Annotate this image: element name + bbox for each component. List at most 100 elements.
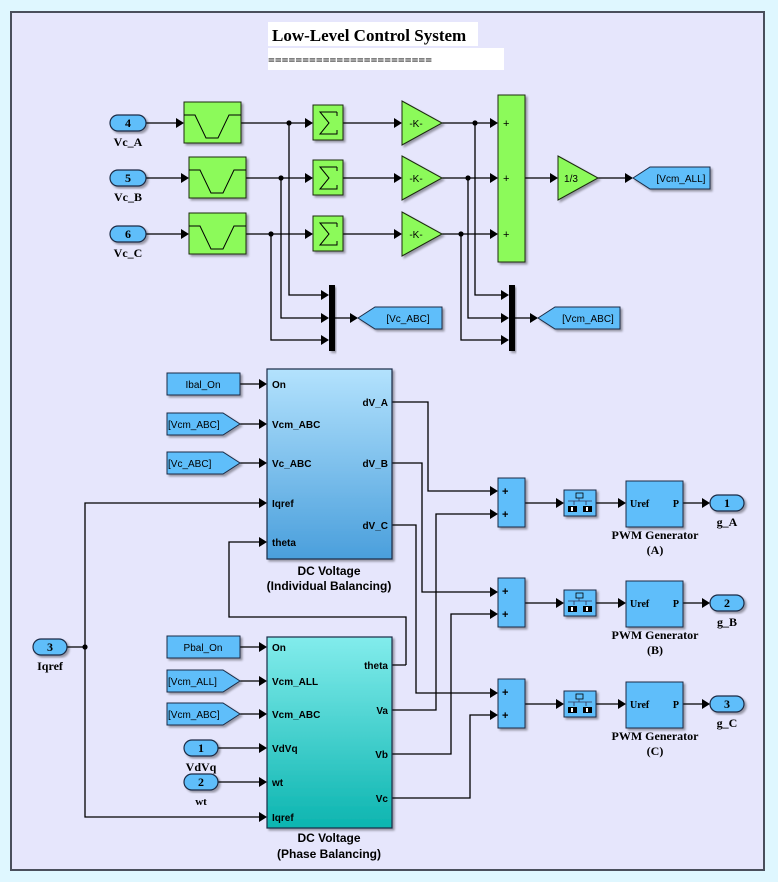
from-vcm-all[interactable]: [Vcm_ALL]: [166, 669, 241, 693]
gain-block-a[interactable]: -K-: [401, 100, 444, 146]
svg-text:[Vc_ABC]: [Vc_ABC]: [386, 314, 430, 325]
constant-ibal-on[interactable]: Ibal_On: [166, 372, 241, 396]
svg-text:[Vcm_ALL]: [Vcm_ALL]: [168, 677, 217, 688]
title-annotation: Low-Level Control System ===============…: [268, 22, 504, 70]
mux-vc[interactable]: [329, 285, 335, 351]
svg-text:Iqref: Iqref: [37, 659, 64, 673]
svg-text:Iqref: Iqref: [272, 499, 294, 510]
goto-vc-abc[interactable]: [Vc_ABC]: [357, 306, 443, 330]
svg-text:theta: theta: [272, 538, 296, 549]
rate-transition-block-b[interactable]: [563, 589, 597, 617]
sum-block-c[interactable]: [312, 215, 344, 252]
svg-text:1: 1: [724, 496, 730, 510]
svg-text:+: +: [503, 229, 509, 241]
svg-text:Vcm_ALL: Vcm_ALL: [272, 677, 318, 688]
svg-text:DC Voltage: DC Voltage: [297, 831, 360, 845]
inport-vc-b[interactable]: 5 Vc_B: [109, 169, 147, 204]
goto-vcm-all[interactable]: [Vcm_ALL]: [632, 166, 711, 190]
svg-text:+: +: [502, 687, 508, 699]
svg-text:Uref: Uref: [630, 700, 650, 711]
svg-text:4: 4: [125, 116, 131, 130]
svg-text:6: 6: [125, 227, 131, 241]
svg-text:wt: wt: [271, 778, 284, 789]
svg-text:Vcm_ABC: Vcm_ABC: [272, 420, 320, 431]
subsystem-phase-balancing[interactable]: On Vcm_ALL Vcm_ABC VdVq wt Iqref theta V…: [266, 636, 393, 861]
outport-g-a[interactable]: 1g_A: [709, 494, 745, 529]
svg-text:[Vcm_ABC]: [Vcm_ABC]: [168, 710, 220, 721]
rate-transition-block-a[interactable]: [563, 489, 597, 517]
svg-text:-K-: -K-: [409, 119, 422, 130]
svg-text:Vc: Vc: [376, 794, 389, 805]
svg-text:(B): (B): [647, 643, 663, 657]
svg-text:[Vcm_ABC]: [Vcm_ABC]: [562, 314, 614, 325]
sum-block-b[interactable]: [312, 159, 344, 196]
sum2-block-b[interactable]: ++: [497, 577, 526, 628]
from-vcm-abc-2[interactable]: [Vcm_ABC]: [166, 702, 241, 726]
rate-transition-icon: [568, 492, 592, 512]
filter-block-a[interactable]: [183, 101, 242, 144]
filter-block-c[interactable]: [188, 212, 247, 255]
sigma-icon: [318, 166, 338, 190]
svg-text:[Vcm_ABC]: [Vcm_ABC]: [168, 420, 220, 431]
inport-iqref[interactable]: 3 Iqref: [32, 638, 68, 673]
svg-text:2: 2: [724, 596, 730, 610]
svg-text:PWM Generator: PWM Generator: [612, 528, 700, 542]
outport-g-b[interactable]: 2 g_B: [709, 594, 745, 629]
svg-text:PWM Generator: PWM Generator: [612, 628, 700, 642]
goto-vcm-abc[interactable]: [Vcm_ABC]: [537, 306, 621, 330]
svg-text:Vc_C: Vc_C: [114, 246, 143, 260]
filter-block-b[interactable]: [188, 156, 247, 199]
svg-text:P: P: [673, 700, 679, 711]
sum2-block-c[interactable]: ++: [497, 678, 526, 729]
svg-text:P: P: [673, 499, 679, 510]
svg-text:Vb: Vb: [375, 750, 388, 761]
top-wires: [146, 118, 633, 345]
sigma-icon: [318, 222, 338, 246]
from-vcm-abc-1[interactable]: [Vcm_ABC]: [166, 412, 241, 436]
svg-text:g_B: g_B: [717, 615, 737, 629]
inport-vc-c[interactable]: 6 Vc_C: [109, 225, 147, 260]
inport-vc-a[interactable]: 4 Vc_A: [109, 114, 147, 149]
constant-pbal-on[interactable]: Pbal_On: [166, 635, 241, 659]
svg-text:[Vcm_ALL]: [Vcm_ALL]: [657, 174, 706, 185]
gain-block-b[interactable]: -K-: [401, 155, 444, 201]
sum-block-a[interactable]: [312, 104, 344, 141]
svg-text:1: 1: [198, 741, 204, 755]
title-text: Low-Level Control System: [272, 26, 466, 45]
svg-text:VdVq: VdVq: [186, 760, 217, 774]
svg-text:+: +: [503, 118, 509, 130]
sum3-block[interactable]: + + +: [497, 94, 526, 263]
svg-text:Iqref: Iqref: [272, 813, 294, 824]
svg-text:Vc_ABC: Vc_ABC: [272, 459, 311, 470]
mux-vcm[interactable]: [509, 285, 515, 351]
svg-text:3: 3: [724, 697, 730, 711]
svg-text:-K-: -K-: [409, 174, 422, 185]
rate-transition-block-c[interactable]: [563, 690, 597, 718]
svg-text:+: +: [502, 509, 508, 521]
svg-text:wt: wt: [195, 796, 207, 808]
band-stop-filter-icon: [184, 114, 241, 139]
svg-text:+: +: [502, 586, 508, 598]
sum2-block-a[interactable]: ++: [497, 477, 526, 528]
svg-text:Vcm_ABC: Vcm_ABC: [272, 710, 320, 721]
title-underline: ========================: [268, 53, 432, 67]
svg-text:+: +: [502, 486, 508, 498]
inport-vdvq[interactable]: 1 VdVq: [183, 739, 219, 774]
average-gain-block[interactable]: 1/3: [557, 155, 600, 201]
from-vc-abc[interactable]: [Vc_ABC]: [166, 451, 241, 475]
subsystem-individual-balancing[interactable]: On Vcm_ABC Vc_ABC Iqref theta dV_A dV_B …: [266, 368, 393, 593]
svg-text:Pbal_On: Pbal_On: [184, 643, 223, 654]
gain-block-c[interactable]: -K-: [401, 211, 444, 257]
svg-text:Vc_A: Vc_A: [114, 135, 143, 149]
svg-text:On: On: [272, 643, 286, 654]
svg-text:(Phase Balancing): (Phase Balancing): [277, 847, 381, 861]
rate-transition-icon: [568, 592, 592, 612]
svg-text:PWM Generator: PWM Generator: [612, 729, 700, 743]
inport-wt[interactable]: 2 wt: [183, 773, 219, 808]
outport-g-c[interactable]: 3g_C: [709, 695, 745, 730]
svg-text:-K-: -K-: [409, 230, 422, 241]
